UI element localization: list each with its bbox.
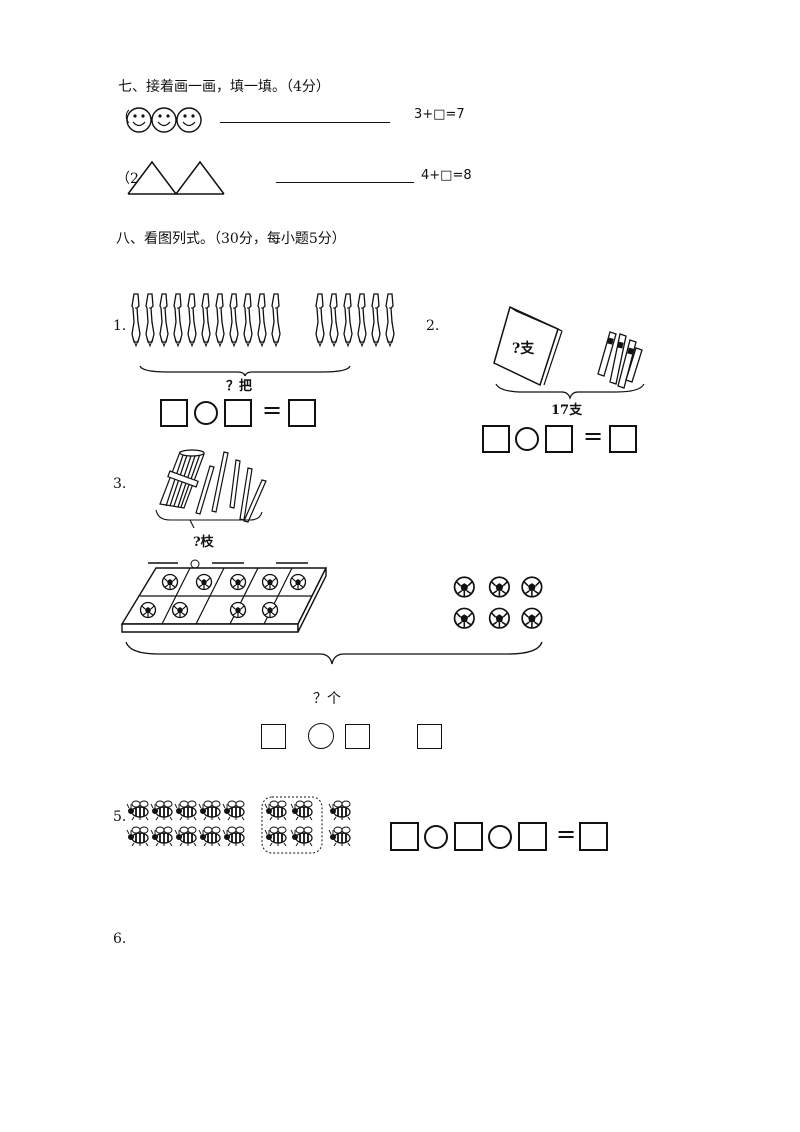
p4-answer-box-2[interactable] bbox=[345, 724, 370, 749]
triangles bbox=[127, 160, 225, 196]
p1-equals: = bbox=[262, 396, 283, 424]
pen-box-label: ?支 bbox=[512, 341, 535, 357]
p4-operator-circle[interactable] bbox=[308, 723, 334, 749]
section7-title: 七、接着画一画，填一填。（4分） bbox=[118, 79, 330, 95]
q1-equation: 3+□=7 bbox=[414, 107, 465, 122]
bee-icons bbox=[126, 796, 351, 854]
answer-line-1[interactable] bbox=[220, 122, 390, 123]
p5-equals: = bbox=[556, 820, 577, 848]
p1-answer-box-1[interactable] bbox=[160, 399, 188, 427]
p5-operator-circle-2[interactable] bbox=[488, 825, 512, 849]
pen-box-icon bbox=[493, 305, 563, 387]
p1-operator-circle[interactable] bbox=[194, 401, 218, 425]
q2-equation: 4+□=8 bbox=[421, 168, 472, 183]
p5-answer-box-1[interactable] bbox=[390, 822, 419, 851]
p1-answer-box-2[interactable] bbox=[224, 399, 252, 427]
p2-answer-box-2[interactable] bbox=[545, 425, 573, 453]
p5-answer-box-4[interactable] bbox=[579, 822, 608, 851]
tray-soccer-balls bbox=[139, 573, 307, 619]
p5-answer-box-3[interactable] bbox=[518, 822, 547, 851]
problem3-number: 3. bbox=[113, 476, 127, 492]
p2-answer-box-3[interactable] bbox=[609, 425, 637, 453]
brace-2 bbox=[495, 383, 645, 400]
problem4-label: ？个 bbox=[313, 691, 341, 707]
problem3-label: ?枝 bbox=[193, 535, 214, 550]
p4-answer-box-3[interactable] bbox=[417, 724, 442, 749]
problem5-number: 5. bbox=[113, 809, 127, 825]
pens-icon bbox=[597, 331, 643, 389]
p2-answer-box-1[interactable] bbox=[482, 425, 510, 453]
problem2-number: 2. bbox=[426, 318, 440, 334]
problem1-number: 1. bbox=[113, 318, 127, 334]
p4-answer-box-1[interactable] bbox=[261, 724, 286, 749]
q2-prefix: （2 bbox=[116, 171, 139, 187]
answer-marks-row bbox=[148, 559, 308, 569]
problem1-label: ？把 bbox=[226, 379, 253, 394]
pencil-bundle-icon bbox=[155, 449, 267, 529]
p1-answer-box-3[interactable] bbox=[288, 399, 316, 427]
paintbrush-icons bbox=[131, 293, 395, 347]
problem2-total: 17支 bbox=[551, 403, 583, 418]
section8-title: 八、看图列式。（30分，每小题5分） bbox=[116, 231, 346, 247]
problem6-number: 6. bbox=[113, 931, 127, 947]
answer-line-2[interactable] bbox=[276, 182, 414, 183]
brace-4 bbox=[125, 641, 543, 665]
p2-operator-circle[interactable] bbox=[515, 427, 539, 451]
p2-equals: = bbox=[583, 422, 604, 450]
loose-soccer-balls bbox=[453, 576, 543, 629]
p5-answer-box-2[interactable] bbox=[454, 822, 483, 851]
p5-operator-circle-1[interactable] bbox=[424, 825, 448, 849]
smiley-faces bbox=[126, 107, 202, 133]
brace-1 bbox=[139, 365, 351, 377]
